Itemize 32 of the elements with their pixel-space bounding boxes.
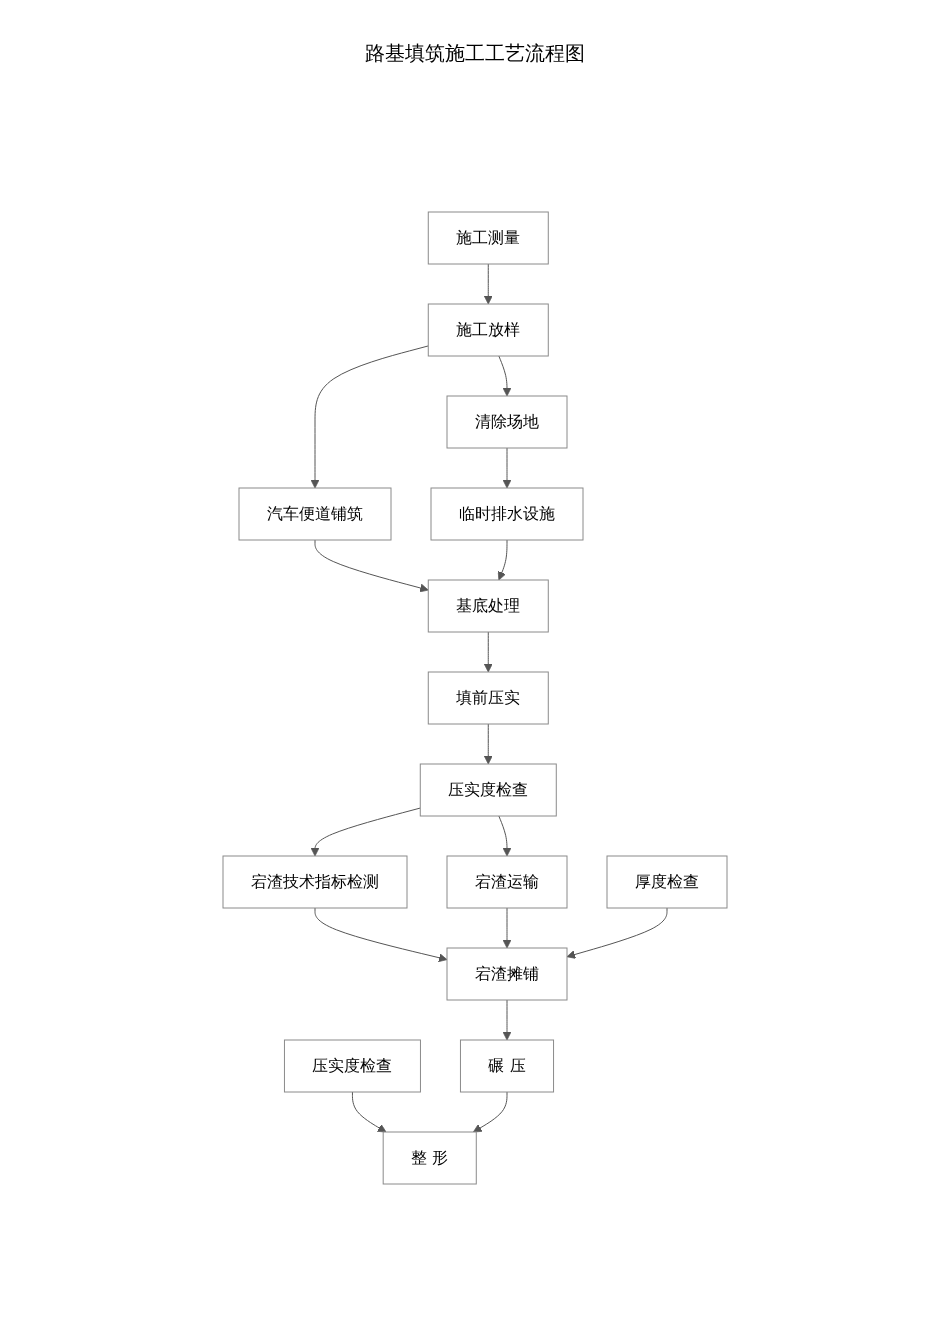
node-box: 清除场地 — [446, 395, 568, 449]
node-box: 施工放样 — [427, 303, 549, 357]
node-box: 压实度检查 — [419, 763, 557, 817]
arrow — [502, 907, 512, 949]
arrow — [473, 1091, 508, 1133]
arrow — [310, 807, 421, 857]
arrow — [502, 447, 512, 489]
arrow — [483, 263, 493, 305]
arrow — [502, 999, 512, 1041]
node-box: 施工测量 — [427, 211, 549, 265]
arrow — [566, 907, 668, 959]
node-box: 整 形 — [382, 1131, 477, 1185]
node-box: 填前压实 — [427, 671, 549, 725]
arrow — [497, 539, 508, 581]
node-box: 碾 压 — [459, 1039, 555, 1093]
node-box: 宕渣技术指标检测 — [222, 855, 408, 909]
node-box: 厚度检查 — [606, 855, 728, 909]
arrow — [498, 355, 512, 397]
node-box: 汽车便道铺筑 — [238, 487, 392, 541]
node-box: 临时排水设施 — [430, 487, 584, 541]
arrow — [314, 907, 448, 963]
node-box: 基底处理 — [427, 579, 549, 633]
arrow — [498, 815, 512, 857]
node-box: 压实度检查 — [283, 1039, 421, 1093]
node-box: 宕渣摊铺 — [446, 947, 568, 1001]
arrow — [310, 345, 429, 489]
arrow — [483, 631, 493, 673]
node-box: 宕渣运输 — [446, 855, 568, 909]
arrow — [314, 539, 429, 593]
arrow — [351, 1091, 387, 1133]
diagram-title: 路基填筑施工工艺流程图 — [364, 40, 586, 67]
arrow — [483, 723, 493, 765]
